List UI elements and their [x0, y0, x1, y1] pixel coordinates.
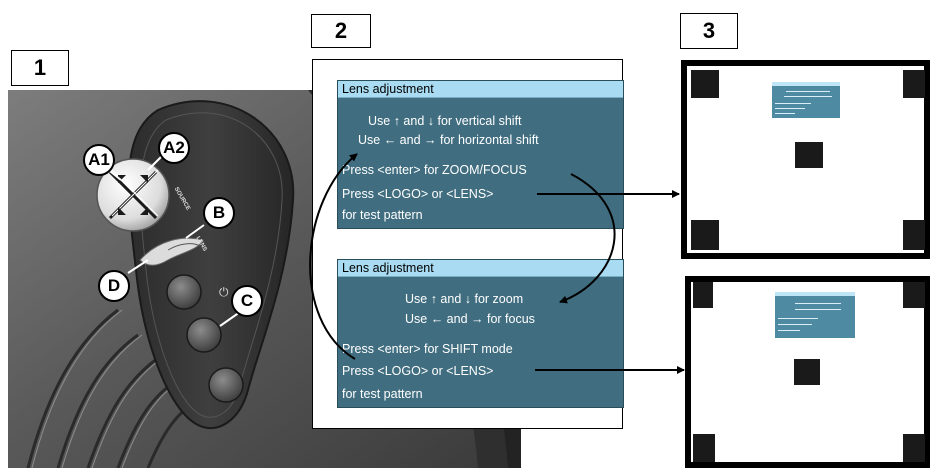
mini-menu-bottom-line [778, 324, 812, 325]
power-button-icon: ⏻ [219, 285, 229, 299]
mini-menu-top-line [786, 91, 830, 92]
cycle-arrow-down [559, 173, 616, 304]
callout-a2: A2 [158, 132, 190, 164]
lens-menu-shift: Lens adjustment Use ↑ and ↓ for vertical… [337, 80, 624, 229]
mini-menu-top-line [775, 108, 805, 109]
mini-menu-top-line [784, 96, 832, 97]
lens-menu-shift-line-1: Use ↑ and ↓ for vertical shift [368, 114, 522, 128]
mini-menu-bottom-line [795, 303, 841, 304]
callout-c-text: C [240, 291, 254, 310]
mini-menu-bottom-line [778, 330, 800, 331]
lens-menu-shift-line-2: Use ← and → for horizontal shift [358, 133, 539, 147]
section-2-number: 2 [334, 18, 348, 43]
corner-square-bl [693, 434, 715, 462]
center-square [794, 359, 820, 385]
lens-menu-zoom-line-2: Use ← and → for focus [405, 312, 535, 326]
mini-menu-bottom-title [775, 292, 855, 296]
callout-c: C [231, 285, 263, 317]
lens-menu-zoom-title: Lens adjustment [338, 260, 623, 277]
section-1-label: 1 [11, 50, 69, 86]
mini-menu-bottom-line [778, 318, 818, 319]
corner-square-br [903, 220, 925, 250]
corner-square-tr [903, 282, 925, 308]
callout-d-text: D [107, 276, 121, 295]
callout-a1: A1 [83, 144, 115, 176]
test-pattern-screen-bottom [685, 276, 930, 468]
callout-a1-text: A1 [88, 150, 110, 169]
lens-menu-zoom: Lens adjustment Use ↑ and ↓ for zoom Use… [337, 259, 624, 408]
section-2-label: 2 [311, 14, 371, 48]
lens-menu-shift-title: Lens adjustment [338, 81, 623, 98]
callout-b-text: B [212, 203, 226, 222]
callout-a2-text: A2 [163, 138, 185, 157]
mini-menu-top-title [772, 82, 840, 86]
mini-menu-bottom-line [795, 309, 841, 310]
section-3-label: 3 [680, 13, 738, 49]
lens-menu-shift-line-3: Press <enter> for ZOOM/FOCUS [342, 163, 527, 177]
corner-square-br [903, 434, 925, 462]
callout-d: D [98, 270, 130, 302]
corner-square-tl [691, 70, 719, 98]
section-3-number: 3 [702, 18, 716, 43]
lens-menu-shift-line-5: for test pattern [342, 208, 423, 222]
corner-square-tl [693, 282, 713, 308]
section-1-number: 1 [33, 55, 47, 80]
mini-menu-top-line [775, 103, 811, 104]
cycle-arrow-up [309, 153, 358, 360]
lens-menu-zoom-line-5: for test pattern [342, 387, 423, 401]
lens-menu-zoom-line-3: Press <enter> for SHIFT mode [342, 342, 513, 356]
mini-menu-top-line [775, 113, 795, 114]
lens-menu-shift-line-4: Press <LOGO> or <LENS> [342, 187, 494, 201]
center-square [795, 142, 823, 168]
test-pattern-screen-top [681, 60, 930, 259]
mini-menu-top [772, 82, 840, 118]
mini-menu-bottom [775, 292, 855, 338]
lens-menu-zoom-line-4: Press <LOGO> or <LENS> [342, 364, 494, 378]
corner-square-bl [691, 220, 719, 250]
callout-b: B [203, 197, 235, 229]
corner-square-tr [903, 70, 925, 98]
lens-menu-zoom-line-1: Use ↑ and ↓ for zoom [405, 292, 524, 306]
